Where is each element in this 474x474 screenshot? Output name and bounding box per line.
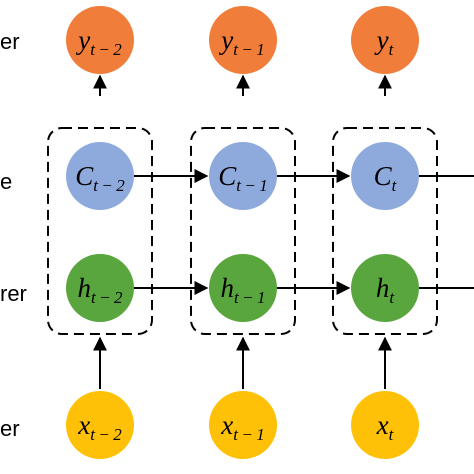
node-hidden-circle: [66, 254, 134, 322]
node-label-subscript: t: [389, 40, 395, 59]
node-label-base: y: [75, 25, 90, 55]
node-output: yt − 1: [209, 6, 277, 74]
node-hidden-label: ht − 2: [77, 273, 123, 307]
node-input-circle: [209, 391, 277, 459]
node-state-label: Ct − 2: [75, 161, 125, 195]
node-state: Ct − 2: [66, 142, 134, 210]
node-output-circle: [209, 6, 277, 74]
node-output-label: yt − 2: [75, 25, 122, 59]
row-label-input: er: [0, 416, 20, 441]
node-hidden-circle: [351, 254, 419, 322]
node-label-subscript: t − 1: [233, 425, 265, 444]
node-hidden: ht − 2: [66, 254, 134, 322]
node-state-label: Ct: [374, 161, 398, 195]
connections: [93, 74, 474, 389]
node-input-circle: [66, 391, 134, 459]
node-label-subscript: t − 2: [90, 425, 122, 444]
cells: [47, 127, 438, 335]
node-hidden: ht: [351, 254, 419, 322]
node-label-base: C: [374, 161, 393, 191]
node-output-label: yt: [374, 25, 395, 59]
node-label-subscript: t: [392, 176, 398, 195]
row-label-state: e: [0, 169, 12, 194]
row-label-output: er: [0, 29, 20, 54]
node-input: xt − 1: [209, 391, 277, 459]
node-input: xt: [351, 391, 419, 459]
lstm-cell-box: [190, 127, 296, 335]
node-label-subscript: t − 1: [234, 288, 266, 307]
node-state: Ct: [351, 142, 419, 210]
node-label-base: h: [376, 273, 390, 303]
node-output-circle: [351, 6, 419, 74]
node-input-label: xt − 1: [220, 410, 265, 444]
node-state-circle: [66, 142, 134, 210]
lstm-cell-box: [332, 127, 438, 335]
node-label-subscript: t − 1: [233, 40, 265, 59]
node-output-circle: [66, 6, 134, 74]
node-hidden-label: ht − 1: [220, 273, 265, 307]
node-output: yt − 2: [66, 6, 134, 74]
node-state-circle: [351, 142, 419, 210]
node-state-circle: [209, 142, 277, 210]
node-label-subscript: t: [389, 425, 395, 444]
row-label-hidden: rer: [0, 281, 27, 306]
node-label-base: x: [220, 410, 233, 440]
node-state-label: Ct − 1: [218, 161, 268, 195]
node-label-base: h: [77, 273, 91, 303]
node-label-subscript: t − 2: [91, 288, 123, 307]
node-label-base: h: [220, 273, 234, 303]
node-label-base: y: [374, 25, 389, 55]
node-hidden-label: ht: [376, 273, 396, 307]
lstm-cell-box: [47, 127, 153, 335]
node-hidden-circle: [209, 254, 277, 322]
node-input-label: xt: [376, 410, 395, 444]
node-label-subscript: t: [389, 288, 395, 307]
node-label-base: x: [77, 410, 90, 440]
node-state: Ct − 1: [209, 142, 277, 210]
node-label-subscript: t − 1: [236, 176, 268, 195]
node-input: xt − 2: [66, 391, 134, 459]
node-output: yt: [351, 6, 419, 74]
node-label-base: y: [218, 25, 233, 55]
node-label-base: x: [376, 410, 389, 440]
node-input-circle: [351, 391, 419, 459]
node-input-label: xt − 2: [77, 410, 122, 444]
node-label-subscript: t − 2: [93, 176, 125, 195]
node-label-base: C: [218, 161, 237, 191]
nodes: yt − 2Ct − 2ht − 2xt − 2yt − 1Ct − 1ht −…: [66, 6, 419, 459]
node-label-base: C: [75, 161, 94, 191]
node-output-label: yt − 1: [218, 25, 265, 59]
node-label-subscript: t − 2: [90, 40, 122, 59]
node-hidden: ht − 1: [209, 254, 277, 322]
